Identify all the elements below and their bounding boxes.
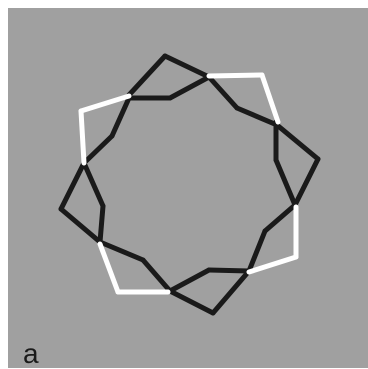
panel-label: a [23,340,39,368]
dark-edge-21 [100,206,103,242]
dark-edge-1 [129,56,165,95]
dark-edge-13 [209,270,249,271]
dark-edge-16 [170,291,213,313]
light-edge-1 [209,75,262,76]
dark-edge-10 [276,160,295,205]
dark-edge-12 [249,231,265,271]
dark-edge-15 [213,271,249,313]
light-edge-6 [100,244,118,292]
dark-edge-24 [112,98,129,136]
dark-edge-6 [237,108,277,125]
dark-edge-2 [165,56,209,77]
dark-edge-22 [84,163,103,206]
dark-edge-4 [170,77,209,98]
dark-edge-19 [61,209,100,242]
light-edge-2 [262,75,278,122]
dark-edge-20 [61,163,84,209]
dark-edge-11 [265,205,295,231]
dark-edge-17 [143,260,170,291]
light-edge-group [81,75,296,292]
dark-edge-group [61,56,318,313]
light-edge-7 [81,111,84,163]
knot-diagram [8,8,368,368]
dark-edge-7 [277,125,318,159]
dark-edge-23 [84,136,112,163]
dark-edge-14 [170,270,209,291]
dark-edge-5 [209,77,237,108]
diagram-panel: a [8,8,368,368]
dark-edge-8 [295,159,318,205]
